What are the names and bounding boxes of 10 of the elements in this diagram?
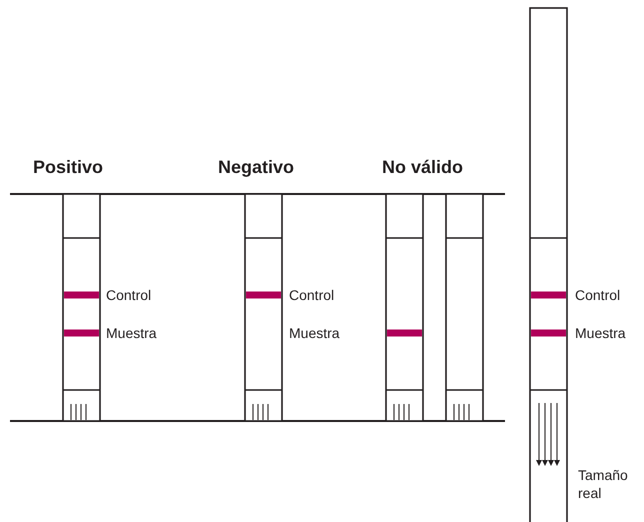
strip-label: Control [106, 286, 152, 304]
strip-label: Muestra [106, 324, 157, 342]
strip-label: Control [289, 286, 334, 304]
strip-label: Muestra [289, 324, 340, 342]
result-heading: Negativo [218, 156, 294, 178]
strip-label: Tamaño real [578, 466, 629, 502]
strip-label: Muestra [575, 324, 626, 342]
strip-label: Control [575, 286, 620, 304]
result-heading: Positivo [33, 156, 104, 178]
result-heading: No válido [382, 156, 464, 178]
